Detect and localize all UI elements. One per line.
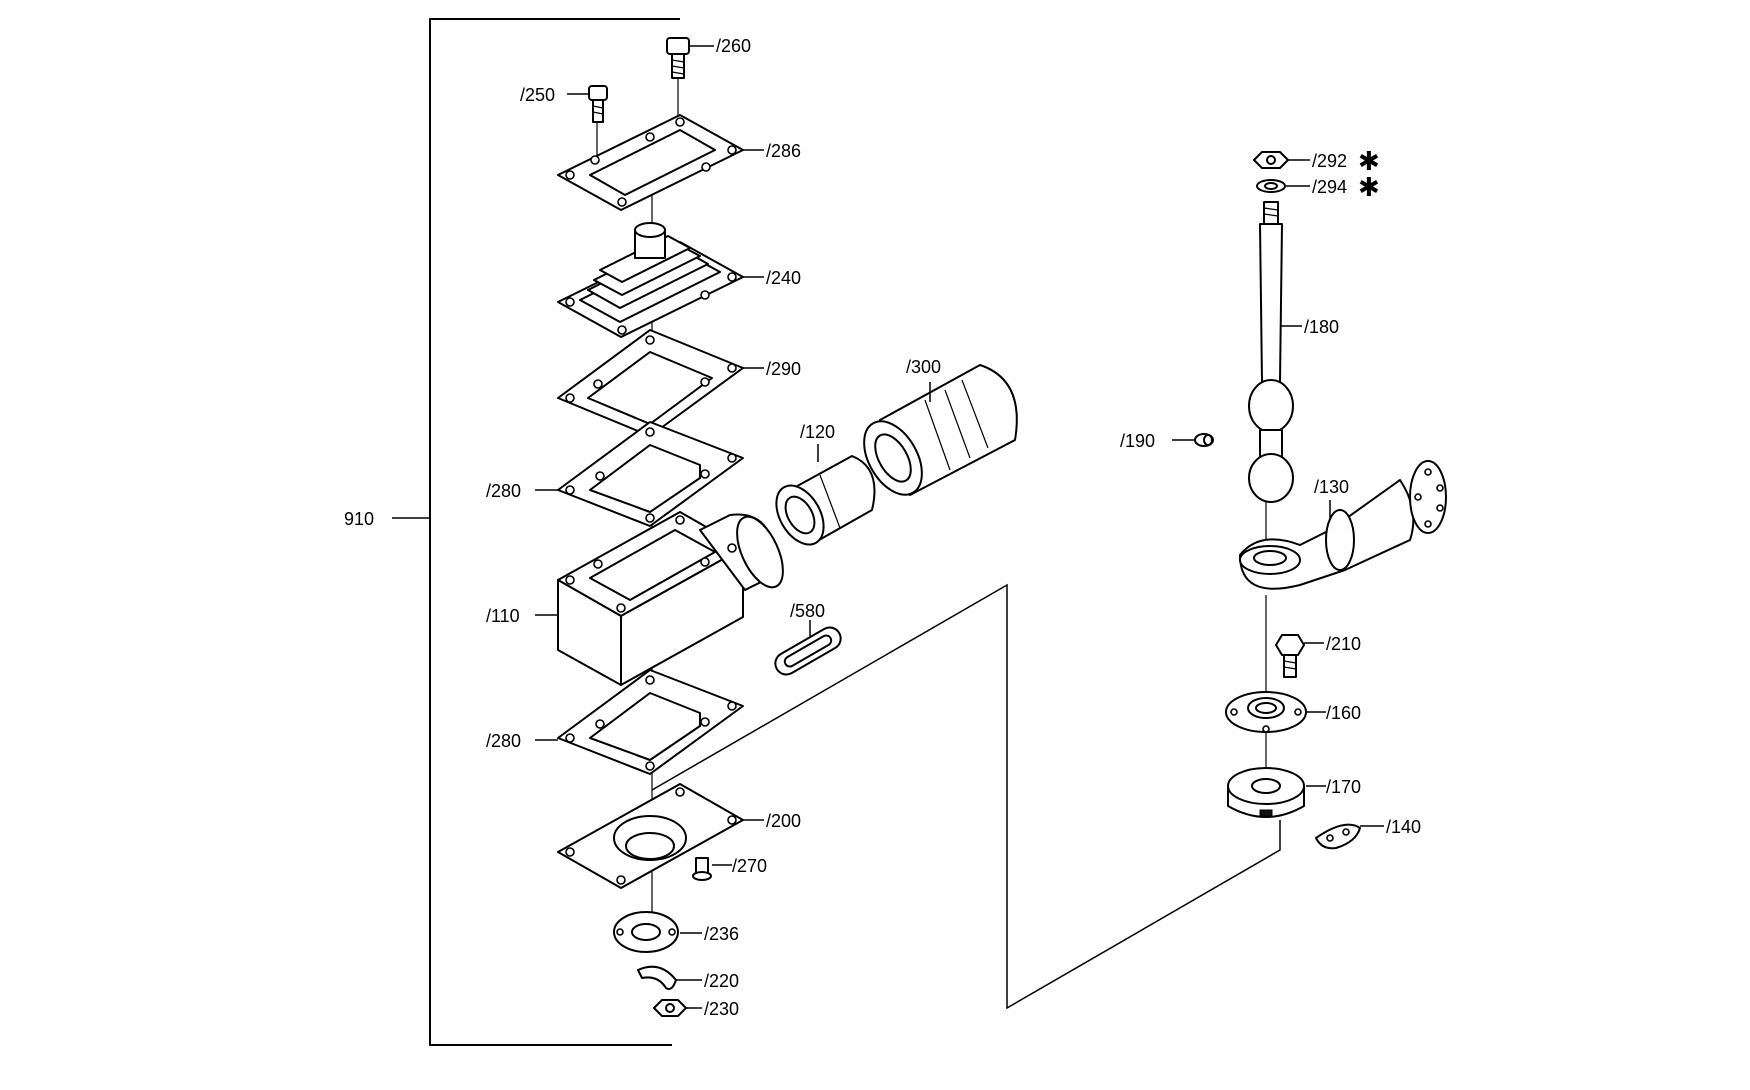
label-200: /200 (766, 811, 801, 831)
label-292: /292 (1312, 151, 1347, 171)
label-220: /220 (704, 971, 739, 991)
label-assembly-910: 910 (344, 509, 374, 529)
ring-120 (775, 455, 876, 546)
clip-140 (1315, 823, 1361, 850)
label-140: /140 (1386, 817, 1421, 837)
key-580 (774, 626, 842, 676)
label-110: /110 (486, 606, 520, 626)
label-236: /236 (704, 924, 739, 944)
label-286: /286 (766, 141, 801, 161)
gasket-290 (557, 329, 744, 437)
label-230: /230 (704, 999, 739, 1019)
label-260: /260 (716, 36, 751, 56)
shaft-180 (1248, 201, 1294, 503)
housing-110 (557, 511, 784, 686)
assembly-bracket (392, 18, 680, 1046)
clip-220 (637, 965, 677, 990)
gasket-280-top (557, 421, 744, 527)
clip-190 (1194, 433, 1214, 447)
label-580: /580 (790, 601, 825, 621)
cover-plate-286 (557, 114, 744, 211)
label-270: /270 (732, 856, 767, 876)
label-250: /250 (520, 85, 555, 105)
boot-240 (557, 222, 744, 338)
label-170: /170 (1326, 777, 1361, 797)
label-240: /240 (766, 268, 801, 288)
label-280-bottom: /280 (486, 731, 521, 751)
label-210: /210 (1326, 634, 1361, 654)
marker-292: ✱ (1358, 146, 1380, 176)
label-300: /300 (906, 357, 941, 377)
sleeve-300 (863, 364, 1018, 496)
label-290: /290 (766, 359, 801, 379)
gasket-280-bottom (557, 669, 744, 775)
lever-arm-130 (1239, 460, 1447, 590)
bolt-210 (1275, 634, 1305, 678)
washer-294 (1256, 179, 1286, 193)
nut-292 (1253, 151, 1289, 169)
bearing-plate-160 (1225, 691, 1307, 733)
bolt-260 (666, 37, 690, 79)
label-280-top: /280 (486, 481, 521, 501)
label-130: /130 (1314, 477, 1349, 497)
label-180: /180 (1304, 317, 1339, 337)
washer-236 (613, 911, 679, 953)
connector-line (651, 583, 1281, 1010)
marker-294: ✱ (1358, 172, 1380, 202)
bushing-170 (1227, 767, 1305, 818)
label-190: /190 (1120, 431, 1155, 451)
label-120: /120 (800, 422, 835, 442)
base-plate-200 (557, 783, 744, 889)
nut-230 (653, 999, 687, 1017)
screw-270 (692, 857, 712, 881)
bolt-250 (588, 85, 608, 123)
label-160: /160 (1326, 703, 1361, 723)
label-294: /294 (1312, 177, 1347, 197)
